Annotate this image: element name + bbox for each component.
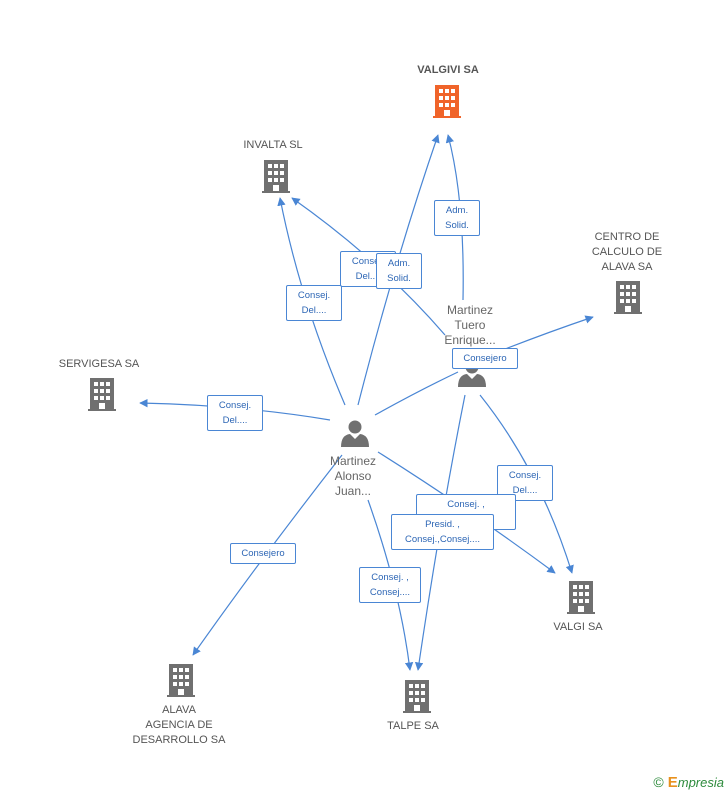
edge-alonso-tuero bbox=[374, 371, 459, 416]
edge-label-alonso-invalta[interactable]: Consej. Del.... bbox=[286, 285, 342, 321]
edge-label-tuero-centro[interactable]: Consejero bbox=[452, 348, 518, 369]
building-icon-valgivi[interactable] bbox=[433, 85, 461, 118]
person-label-tuero[interactable]: Martinez Tuero Enrique... bbox=[444, 303, 496, 347]
company-label-valgivi[interactable]: VALGIVI SA bbox=[417, 64, 479, 76]
edge-label-alonso-servigesa[interactable]: Consej. Del.... bbox=[207, 395, 263, 431]
company-label-centro[interactable]: CENTRO DE CALCULO DE ALAVA SA bbox=[591, 231, 663, 273]
building-icon-centro[interactable] bbox=[614, 281, 642, 314]
edge-label-tuero-valgivi[interactable]: Adm. Solid. bbox=[434, 200, 480, 236]
building-icon-invalta[interactable] bbox=[262, 160, 290, 193]
edge-label-tuero-valgi[interactable]: Consej. Del.... bbox=[497, 465, 553, 501]
company-label-alava[interactable]: ALAVA AGENCIA DE DESARROLLO SA bbox=[132, 704, 226, 746]
company-label-talpe[interactable]: TALPE SA bbox=[387, 720, 439, 732]
building-icon-servigesa[interactable] bbox=[88, 378, 116, 411]
edge-label-alonso-valgivi[interactable]: Adm. Solid. bbox=[376, 253, 422, 289]
person-icon-alonso[interactable] bbox=[341, 420, 369, 448]
building-icon-talpe[interactable] bbox=[403, 680, 431, 713]
company-label-invalta[interactable]: INVALTA SL bbox=[243, 139, 303, 151]
copyright-icon: © bbox=[653, 774, 664, 790]
company-label-valgi[interactable]: VALGI SA bbox=[553, 621, 603, 633]
edge-label-alonso-talpe[interactable]: Consej. , Consej.... bbox=[359, 567, 421, 603]
copyright-notice: ©Empresia bbox=[653, 774, 724, 791]
person-label-alonso[interactable]: Martinez Alonso Juan... bbox=[329, 454, 376, 498]
edge-label-tuero-talpe[interactable]: Presid. , Consej.,Consej.... bbox=[391, 514, 494, 550]
brand-logo-text: mpresia bbox=[677, 775, 724, 790]
company-label-servigesa[interactable]: SERVIGESA SA bbox=[58, 358, 140, 370]
edge-label-alonso-alava[interactable]: Consejero bbox=[230, 543, 296, 564]
building-icon-valgi[interactable] bbox=[567, 581, 595, 614]
building-icon-alava[interactable] bbox=[167, 664, 195, 697]
brand-logo-initial: E bbox=[667, 774, 678, 791]
